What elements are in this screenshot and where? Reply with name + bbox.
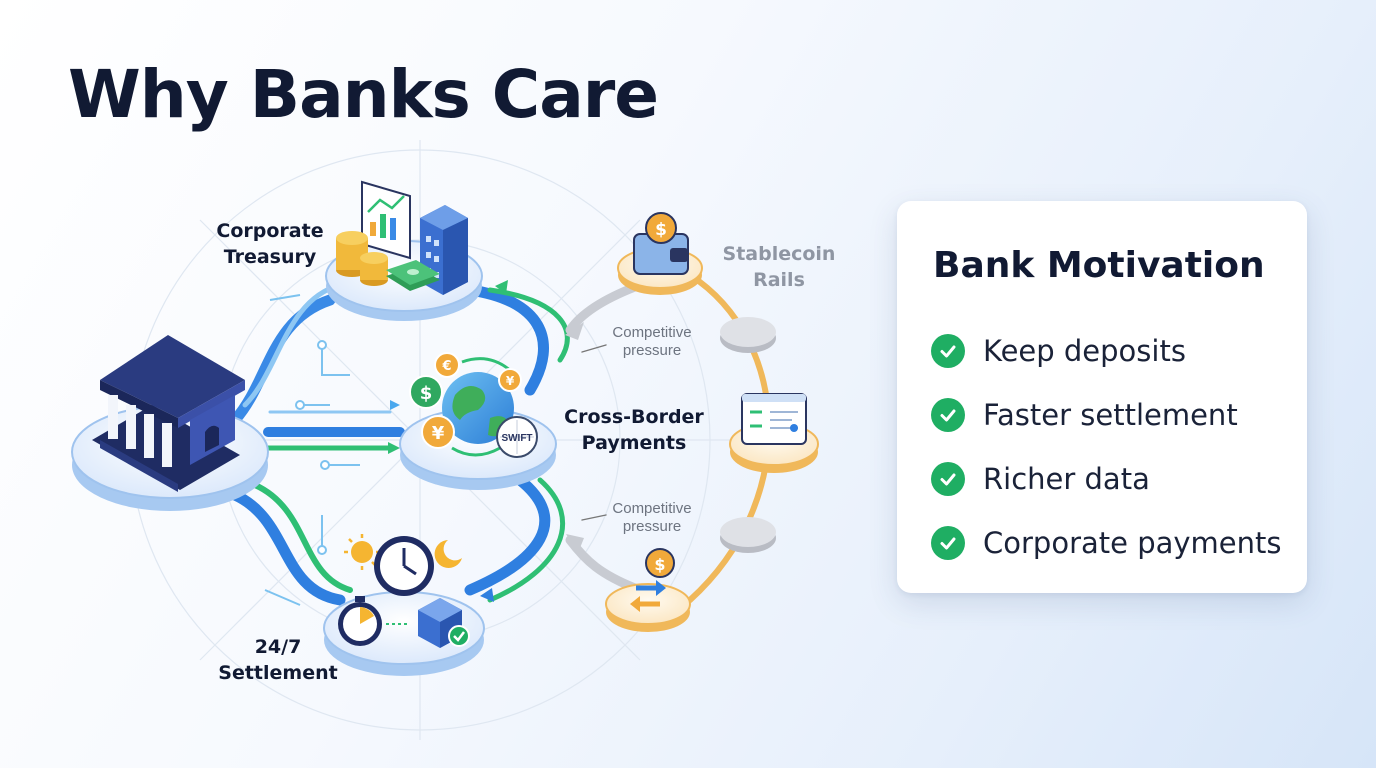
euro-symbol: € xyxy=(441,359,451,374)
transfer-platform xyxy=(605,583,691,632)
label-pressure-bottom: Competitive pressure xyxy=(612,500,692,535)
check-icon xyxy=(931,526,965,560)
flow-bank-to-crossborder xyxy=(263,400,405,454)
dollar-symbol: $ xyxy=(420,383,433,404)
flow-crossborder-settlement xyxy=(464,474,566,603)
block-cube-icon xyxy=(386,598,470,648)
item-label: Faster settlement xyxy=(983,398,1238,432)
list-item: Corporate payments xyxy=(931,511,1281,575)
yen-symbol: ¥ xyxy=(432,423,445,444)
item-label: Corporate payments xyxy=(983,526,1282,560)
label-pressure-top: Competitive pressure xyxy=(612,324,692,359)
clock-icon xyxy=(374,536,434,596)
coin-stack-icon xyxy=(336,231,388,286)
rail-node-top xyxy=(720,317,776,353)
check-icon xyxy=(931,462,965,496)
list-item: Keep deposits xyxy=(931,319,1281,383)
flow-treasury-crossborder xyxy=(464,280,570,396)
cash-bundle-icon xyxy=(386,260,440,291)
rail-node-bottom xyxy=(720,517,776,553)
label-stablecoin-rails: Stablecoin Rails xyxy=(722,243,836,291)
check-icon xyxy=(931,398,965,432)
swift-badge: SWIFT xyxy=(496,416,538,458)
bank-building-icon xyxy=(92,335,245,492)
item-label: Richer data xyxy=(983,462,1150,496)
item-label: Keep deposits xyxy=(983,334,1186,368)
swift-label: SWIFT xyxy=(501,433,532,444)
flow-bank-to-settlement xyxy=(229,482,353,606)
check-icon xyxy=(931,334,965,368)
wallet-dollar-symbol: $ xyxy=(655,220,667,240)
flow-bank-to-treasury xyxy=(229,282,343,426)
dashboard-screen-icon xyxy=(741,393,807,445)
motivation-list: Keep deposits Faster settlement Richer d… xyxy=(931,319,1281,575)
stopwatch-icon xyxy=(338,596,382,646)
currency-coins: $ € ¥ ¥ xyxy=(409,352,522,449)
bank-motivation-card: Bank Motivation Keep deposits Faster set… xyxy=(897,201,1307,593)
list-item: Richer data xyxy=(931,447,1281,511)
wallet-icon: $ xyxy=(633,212,689,275)
chart-board-icon xyxy=(361,180,411,260)
label-corporate-treasury: Corporate Treasury xyxy=(216,220,324,268)
yen-symbol-small: ¥ xyxy=(506,374,515,388)
label-cross-border: Cross-Border Payments xyxy=(564,406,704,454)
transfer-dollar-symbol: $ xyxy=(654,555,665,574)
transfer-arrows-icon: $ xyxy=(630,548,675,612)
card-title: Bank Motivation xyxy=(933,245,1265,286)
moon-icon xyxy=(434,540,462,568)
list-item: Faster settlement xyxy=(931,383,1281,447)
connector-dots xyxy=(264,294,360,606)
page-title: Why Banks Care xyxy=(68,56,659,133)
label-settlement: 24/7 Settlement xyxy=(218,636,338,684)
